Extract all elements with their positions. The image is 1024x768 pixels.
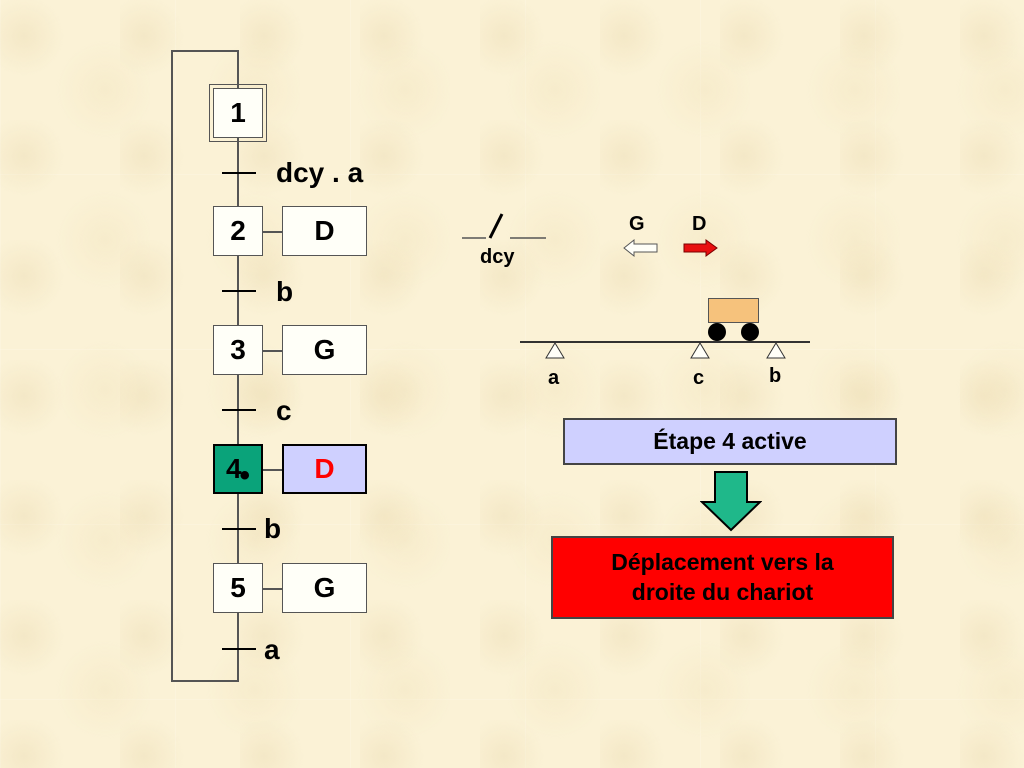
sensor-c-label: c xyxy=(693,367,705,389)
cart-wheels-icon xyxy=(708,323,759,341)
grafcet-loop-top-line xyxy=(171,50,239,52)
right-arrow-icon xyxy=(683,239,718,257)
transition-2-label: b xyxy=(276,276,294,307)
action-5-label: G xyxy=(313,572,336,603)
step-4-token: • xyxy=(239,459,251,492)
transition-1-label: dcy . a xyxy=(276,157,364,188)
dcy-label: dcy xyxy=(480,246,515,268)
transition-5-label: a xyxy=(264,634,280,665)
direction-right-label: D xyxy=(692,213,707,235)
transition-4-bar xyxy=(222,528,256,530)
transition-4-label: b xyxy=(264,513,282,544)
sensor-b-label: b xyxy=(769,365,782,387)
step-5: 5 xyxy=(213,563,263,613)
transition-3-bar xyxy=(222,409,256,411)
direction-left-label: G xyxy=(629,213,645,235)
transition-5-bar xyxy=(222,648,256,650)
dcy-switch-icon xyxy=(462,213,546,239)
transition-2-bar xyxy=(222,290,256,292)
step-3-number: 3 xyxy=(230,334,246,365)
grafcet-loop-left-line xyxy=(171,50,173,682)
action-4: D xyxy=(282,444,367,494)
action-result-box: Déplacement vers la droite du chariot xyxy=(551,536,894,619)
cart-body xyxy=(708,298,759,323)
transition-3-label: c xyxy=(276,395,292,426)
connector-4 xyxy=(263,469,282,471)
rail-line xyxy=(520,341,810,343)
action-4-label: D xyxy=(314,453,335,484)
step-4-number: 4 xyxy=(225,453,242,484)
action-5: G xyxy=(282,563,367,613)
step-2-number: 2 xyxy=(230,215,246,246)
action-result-line-1: Déplacement vers la xyxy=(611,548,834,575)
down-arrow-icon xyxy=(700,471,762,532)
action-result-line-2: droite du chariot xyxy=(631,578,814,605)
step-1: 1 xyxy=(209,84,267,142)
connector-2 xyxy=(263,231,282,233)
sensor-a-label: a xyxy=(548,367,560,389)
grafcet-loop-bottom-line xyxy=(171,680,239,682)
connector-5 xyxy=(263,588,282,590)
left-arrow-icon xyxy=(623,238,658,258)
connector-3 xyxy=(263,350,282,352)
active-step-box: Étape 4 active xyxy=(563,418,897,465)
step-3: 3 xyxy=(213,325,263,375)
action-3-label: G xyxy=(313,334,336,365)
active-step-text: Étape 4 active xyxy=(653,428,807,454)
action-2-label: D xyxy=(314,215,335,246)
sensor-a-icon xyxy=(545,342,565,359)
step-5-number: 5 xyxy=(230,572,246,603)
action-2: D xyxy=(282,206,367,256)
sensor-c-icon xyxy=(690,342,710,359)
sensor-b-icon xyxy=(766,342,786,359)
transition-1-bar xyxy=(222,172,256,174)
step-4: 4 • xyxy=(213,444,263,494)
action-3: G xyxy=(282,325,367,375)
step-1-number: 1 xyxy=(230,97,246,128)
step-2: 2 xyxy=(213,206,263,256)
